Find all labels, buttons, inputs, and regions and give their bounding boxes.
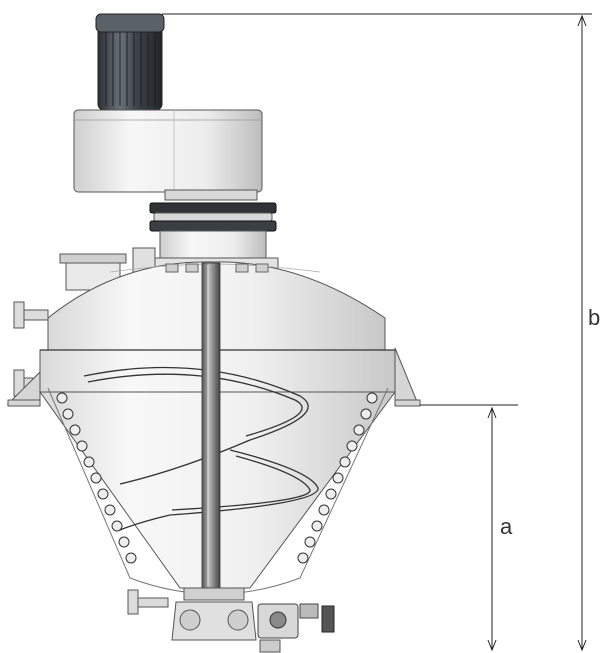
dome-flange-bolts bbox=[165, 263, 269, 273]
discharge-valve bbox=[171, 587, 335, 653]
dimension-b bbox=[162, 13, 592, 652]
support-lugs bbox=[6, 347, 421, 407]
dimension-a-label: a bbox=[500, 514, 513, 539]
motor-cooling-fins bbox=[105, 22, 156, 106]
jacket-coils bbox=[56, 392, 378, 564]
agitator-shaft bbox=[201, 262, 221, 590]
dimension-b-label: b bbox=[588, 305, 601, 330]
gearbox bbox=[73, 109, 263, 201]
coupling-flange bbox=[149, 202, 277, 232]
ribbon-agitator bbox=[83, 366, 319, 531]
dimension-a bbox=[420, 404, 518, 652]
motor bbox=[95, 13, 165, 111]
